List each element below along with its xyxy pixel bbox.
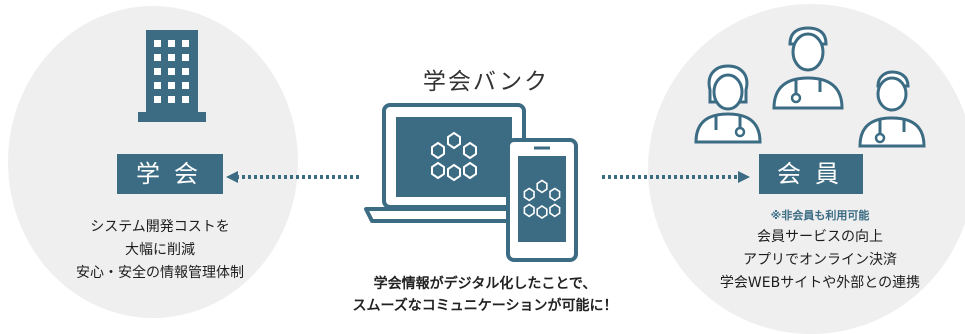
kaiin-label: 会員 bbox=[759, 154, 863, 194]
kaiin-desc-line: 学会WEBサイトや外部との連携 bbox=[719, 275, 921, 291]
kaiin-desc-line: 会員サービスの向上 bbox=[757, 229, 883, 245]
left-dotted-arrow bbox=[226, 171, 362, 183]
hexagon-logo-icon bbox=[431, 131, 477, 182]
gakkai-description: システム開発コストを 大幅に削減 安心・安全の情報管理体制 bbox=[40, 216, 280, 285]
caption-line: 学会情報がデジタル化したことで、 bbox=[373, 276, 597, 292]
doctor-icon bbox=[858, 70, 926, 148]
non-member-note: ※非会員も利用可能 bbox=[770, 209, 870, 222]
kaiin-description: 会員サービスの向上 アプリでオンライン決済 学会WEBサイトや外部との連携 bbox=[690, 226, 950, 295]
gakkai-desc-line: 大幅に削減 bbox=[125, 242, 195, 258]
caption-line: スムーズなコミュニケーションが可能に！ bbox=[352, 298, 618, 314]
gakkai-desc-line: 安心・安全の情報管理体制 bbox=[76, 265, 244, 281]
gakkai-desc-line: システム開発コストを bbox=[90, 219, 230, 235]
hexagon-logo-icon bbox=[523, 179, 561, 219]
building-icon bbox=[138, 30, 206, 122]
kaiin-desc-line: アプリでオンライン決済 bbox=[743, 252, 897, 268]
service-title: 学会バンク bbox=[422, 69, 550, 95]
doctor-icon bbox=[694, 64, 762, 144]
doctor-icon bbox=[772, 26, 844, 110]
smartphone-icon bbox=[506, 138, 578, 262]
center-caption: 学会情報がデジタル化したことで、 スムーズなコミュニケーションが可能に！ bbox=[320, 273, 650, 317]
right-dotted-arrow bbox=[602, 171, 750, 183]
gakkai-label: 学会 bbox=[117, 154, 223, 194]
